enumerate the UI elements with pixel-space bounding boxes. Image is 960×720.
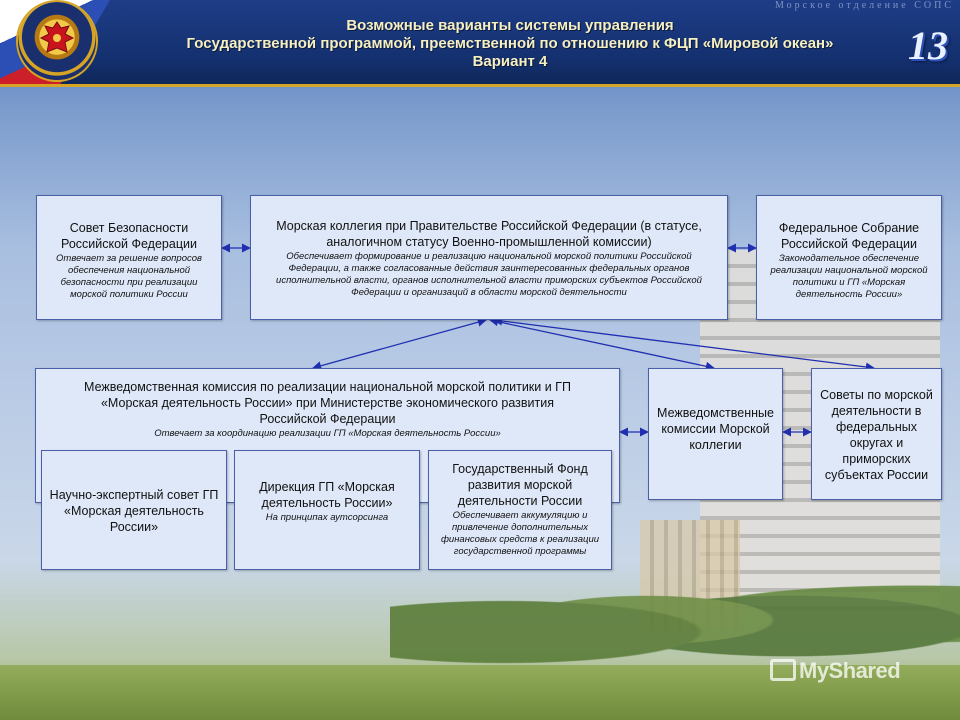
security-council-name: Совет Безопасности Российской Федерации [61, 221, 197, 251]
state-fund-box: Государственный Фонд развития морской де… [428, 450, 612, 570]
maritime-board-desc: Обеспечивает формирование и реализацию н… [276, 251, 702, 298]
watermark-text: MyShared [799, 658, 901, 683]
header-caption: Морское отделение СОПС [775, 0, 954, 11]
federal-assembly-name: Федеральное Собрание Российской Федераци… [778, 221, 920, 251]
arrow-board-regional-councils [493, 316, 875, 372]
security-council-box: Совет Безопасности Российской Федерации … [36, 195, 222, 320]
directorate-name: Дирекция ГП «Морская деятельность России… [259, 480, 395, 510]
slide-title-line-3: Вариант 4 [472, 53, 548, 70]
slide-title: Возможные варианты системы управления Го… [130, 17, 890, 71]
regional-councils-name: Советы по морской деятельности в федерал… [820, 388, 933, 482]
slide-number: 13 [908, 23, 948, 68]
interagency-commission-desc: Отвечает за координацию реализации ГП «М… [154, 428, 501, 439]
board-commissions-box: Межведомственные комиссии Морской коллег… [648, 368, 783, 500]
state-fund-desc: Обеспечивает аккумуляцию и привлечение д… [440, 510, 600, 557]
background-grass [0, 665, 960, 720]
slide-title-line-1: Возможные варианты системы управления [346, 17, 674, 34]
federal-assembly-desc: Законодательное обеспечение реализации н… [770, 253, 928, 300]
directorate-box: Дирекция ГП «Морская деятельность России… [234, 450, 420, 570]
arrow-board-commission [312, 317, 487, 371]
board-commissions-name: Межведомственные комиссии Морской коллег… [657, 406, 774, 452]
myshared-watermark: MyShared [770, 658, 901, 684]
expert-council-box: Научно-экспертный совет ГП «Морская деят… [41, 450, 227, 570]
maritime-board-name: Морская коллегия при Правительстве Росси… [276, 219, 702, 249]
maritime-board-box: Морская коллегия при Правительстве Росси… [250, 195, 728, 320]
header-bar: Морское отделение СОПС Возможные вариант… [0, 0, 960, 87]
security-council-desc: Отвечает за решение вопросов обеспечения… [56, 253, 202, 300]
regional-councils-box: Советы по морской деятельности в федерал… [811, 368, 942, 500]
federal-assembly-box: Федеральное Собрание Российской Федераци… [756, 195, 942, 320]
background-trees [390, 560, 960, 680]
directorate-desc: На принципах аутсорсинга [265, 512, 389, 523]
coat-of-arms-emblem-icon [18, 2, 96, 80]
interagency-commission-name: Межведомственная комиссия по реализации … [84, 380, 571, 426]
state-fund-name: Государственный Фонд развития морской де… [452, 462, 588, 508]
slide-title-line-2: Государственной программой, преемственно… [186, 35, 834, 52]
presentation-icon [770, 659, 796, 681]
expert-council-name: Научно-экспертный совет ГП «Морская деят… [49, 488, 219, 534]
